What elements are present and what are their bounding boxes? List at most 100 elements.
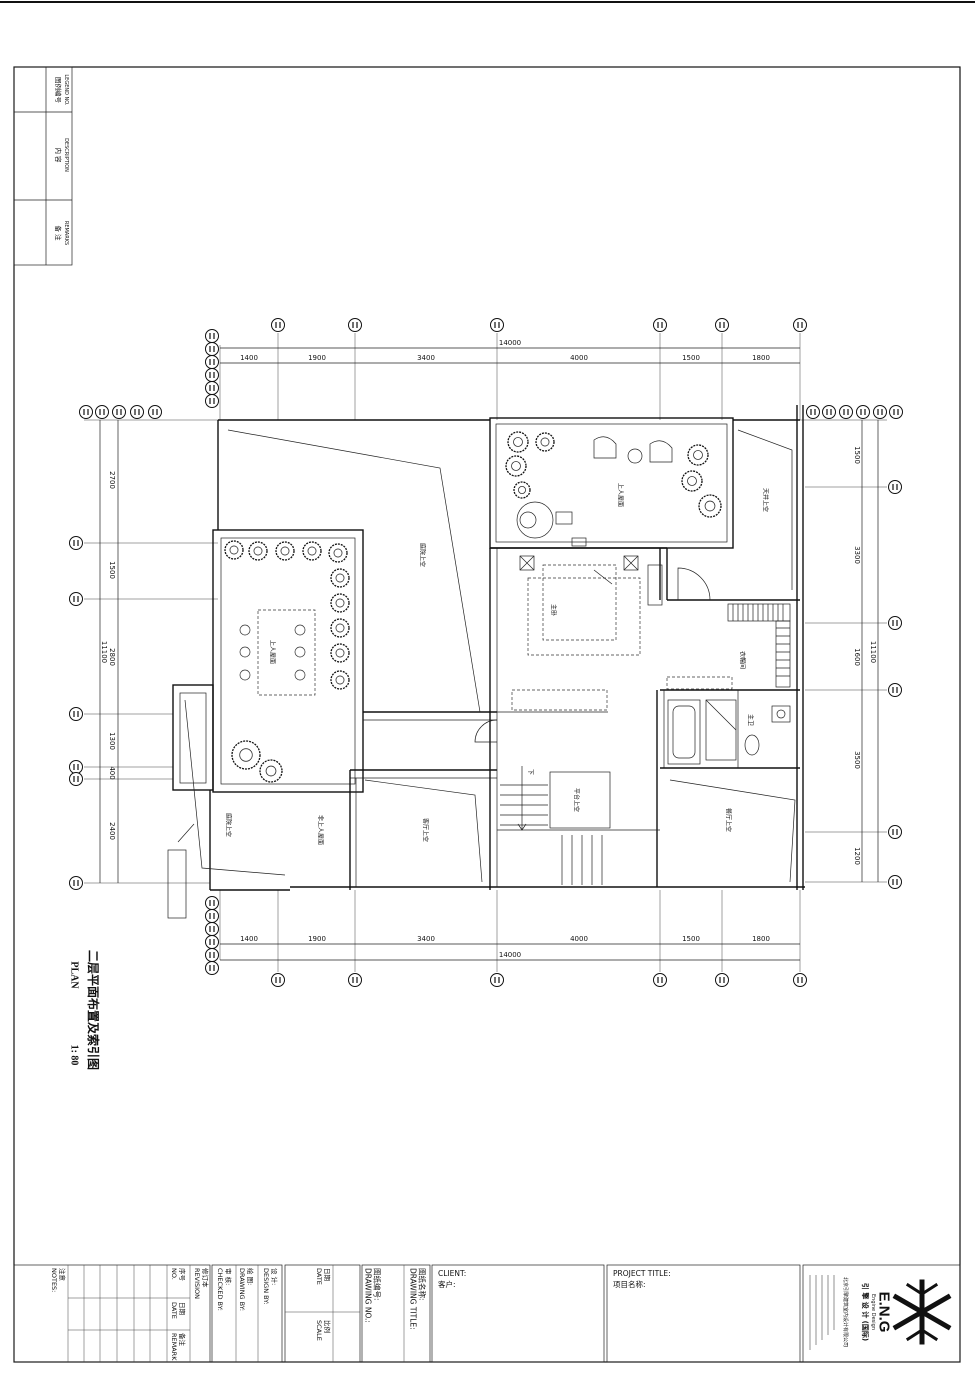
drawing-title-label-en: DRAWING TITLE: bbox=[409, 1268, 418, 1330]
grid-axis-bubble bbox=[888, 616, 902, 630]
grid-axis-bubble bbox=[490, 973, 504, 987]
tree-icon bbox=[698, 494, 722, 518]
tree-canopy-icon bbox=[265, 765, 277, 777]
grid-axis-bubble bbox=[205, 909, 219, 923]
tree-canopy-icon bbox=[335, 648, 345, 658]
room-label-non-accessible-roof: 非上人屋面 bbox=[317, 815, 325, 845]
dim-left-6: 2400 bbox=[108, 822, 116, 840]
dim-left-4: 1300 bbox=[108, 732, 116, 750]
tree-icon bbox=[328, 543, 348, 563]
dim-top-5: 1500 bbox=[682, 354, 700, 362]
sofa-outline bbox=[511, 689, 608, 711]
grid-axis-bubble bbox=[205, 368, 219, 382]
dim-right-2: 3300 bbox=[853, 546, 861, 564]
drawing-title-cn: 二层平面布置及索引图 bbox=[86, 950, 101, 1070]
dim-bottom-1: 1400 bbox=[240, 935, 258, 943]
dim-top-1: 1400 bbox=[240, 354, 258, 362]
tree-icon bbox=[330, 593, 350, 613]
closet-shelves bbox=[727, 603, 791, 688]
tree-icon bbox=[302, 541, 322, 561]
project-title-label-en: PROJECT TITLE: bbox=[613, 1269, 671, 1278]
staircase bbox=[500, 766, 611, 885]
grid-axis-bubble bbox=[205, 394, 219, 408]
scale-label-en: SCALE bbox=[315, 1320, 323, 1341]
dim-left-2: 1500 bbox=[108, 561, 116, 579]
bottom-dimensions: 1400 1900 3400 4000 1500 1800 14000 bbox=[240, 935, 770, 959]
revision-no-cn: 序号 bbox=[178, 1268, 187, 1282]
grid-axis-bubble bbox=[69, 707, 83, 721]
tree-canopy-icon bbox=[540, 437, 550, 447]
grid-axis-bubble bbox=[888, 683, 902, 697]
trees bbox=[224, 431, 722, 783]
grid-axis-bubble bbox=[69, 592, 83, 606]
sheet-frame bbox=[13, 66, 961, 1363]
tree-icon bbox=[330, 643, 350, 663]
drawing-title: 二层平面布置及索引图 PLAN 1: 80 bbox=[69, 950, 102, 1070]
tree-icon bbox=[681, 470, 703, 492]
chair-icon bbox=[294, 624, 306, 636]
dim-left-total: 11100 bbox=[100, 641, 108, 663]
tree-canopy-icon bbox=[253, 546, 263, 556]
room-labels: 庭院上空 上人屋面 天井上空 主卧 衣帽间 主卫 上人屋面 平台上空 客厅上空 … bbox=[225, 483, 770, 845]
grid-axis-bubble bbox=[348, 973, 362, 987]
grid-axis-bubble bbox=[69, 876, 83, 890]
chair-icon bbox=[239, 646, 251, 658]
grid-axis-bubble bbox=[822, 405, 836, 419]
bedroom-furniture bbox=[474, 555, 733, 743]
tree-icon bbox=[330, 618, 350, 638]
grid-axis-bubble bbox=[95, 405, 109, 419]
drawing-title-plan: PLAN bbox=[69, 961, 80, 989]
logo-mark: E.N.G bbox=[876, 1292, 893, 1333]
grid-axis-bubble bbox=[205, 342, 219, 356]
client-label-en: CLIENT: bbox=[438, 1269, 466, 1278]
dim-right-4: 3500 bbox=[853, 751, 861, 769]
shower-icon bbox=[705, 699, 737, 761]
grid-axis-bubble bbox=[148, 405, 162, 419]
tree-canopy-icon bbox=[513, 437, 523, 447]
dim-bottom-3: 3400 bbox=[417, 935, 435, 943]
revision-remark-cn: 备注 bbox=[178, 1333, 187, 1347]
tree-icon bbox=[507, 431, 529, 453]
tree-canopy-icon bbox=[307, 546, 317, 556]
tree-canopy-icon bbox=[687, 476, 697, 486]
axis-bubbles bbox=[69, 318, 903, 987]
grid-axis-bubble bbox=[888, 480, 902, 494]
design-by-cn: 设 计: bbox=[270, 1268, 279, 1285]
tree-canopy-icon bbox=[335, 598, 345, 608]
client-label-cn: 客户: bbox=[438, 1279, 456, 1289]
chair-icon bbox=[239, 669, 251, 681]
revision-date-en: DATE bbox=[170, 1302, 178, 1319]
legend-description-en: DESCRIPTION bbox=[63, 138, 69, 172]
right-dimensions: 1500 3300 1600 3500 1200 11100 bbox=[853, 446, 877, 865]
revision-no-en: NO. bbox=[170, 1268, 178, 1280]
grid-axis-bubble bbox=[205, 948, 219, 962]
dim-right-5: 1200 bbox=[853, 847, 861, 865]
tree-icon bbox=[248, 541, 268, 561]
top-dimensions: 1400 1900 3400 4000 1500 1800 14000 bbox=[240, 339, 770, 362]
grid-axis-bubble bbox=[715, 973, 729, 987]
door-swing-icon bbox=[474, 719, 498, 743]
drawing-by-cn: 绘 图: bbox=[246, 1268, 255, 1285]
legend-description-cn: 内 容 bbox=[54, 147, 63, 163]
dining-table bbox=[257, 609, 316, 696]
logo-name-en: Engine Design bbox=[870, 1294, 876, 1330]
legend-no-cn: 图例编号 bbox=[54, 77, 63, 104]
tree-icon bbox=[275, 541, 295, 561]
grid-axis-bubble bbox=[205, 329, 219, 343]
rug-outline bbox=[527, 577, 641, 656]
grid-axis-bubble bbox=[793, 973, 807, 987]
dim-top-2: 1900 bbox=[308, 354, 326, 362]
notes-label-en: NOTES: bbox=[50, 1268, 58, 1292]
dim-top-6: 1800 bbox=[752, 354, 770, 362]
tree-icon bbox=[687, 444, 709, 466]
dim-right-total: 11100 bbox=[869, 641, 877, 663]
legend-table: 图例编号 LEGEND NO. 内 容 DESCRIPTION 备 注 REMA… bbox=[13, 66, 73, 266]
drawing-no-en: DRAWING NO.: bbox=[364, 1268, 373, 1323]
company-address-lines bbox=[809, 1275, 835, 1350]
room-label-master-bedroom: 主卧 bbox=[550, 604, 558, 616]
tree-canopy-icon bbox=[229, 545, 239, 555]
grid-axis-bubble bbox=[205, 381, 219, 395]
grid-axis-bubble bbox=[348, 318, 362, 332]
tree-canopy-icon bbox=[333, 548, 343, 558]
